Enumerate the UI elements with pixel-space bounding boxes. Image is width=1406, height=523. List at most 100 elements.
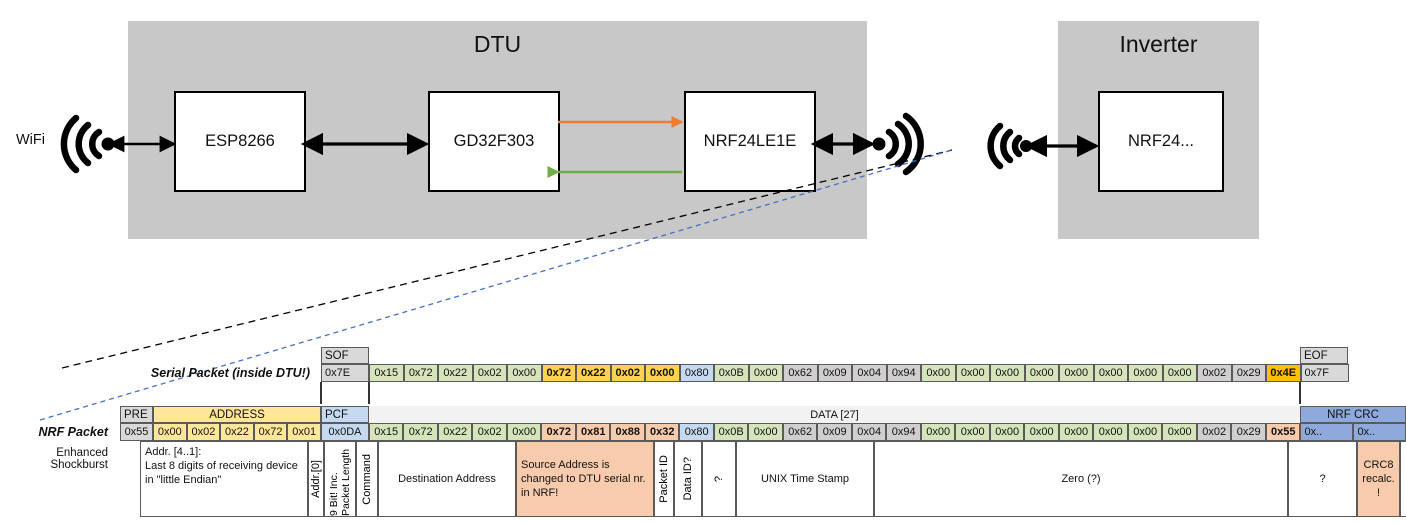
desc-destination-address: Destination Address	[378, 441, 516, 517]
desc-question: ?	[1288, 441, 1357, 517]
nrf-byte-21: 0x00	[1093, 423, 1128, 441]
desc-packet-id: Packet ID	[654, 441, 674, 517]
nrf-packet-label: NRF Packet	[38, 425, 108, 439]
desc-data-id: Data ID?	[674, 441, 702, 517]
nrf-byte-13: 0x09	[817, 423, 852, 441]
serial-byte-15: 0x94	[886, 364, 921, 382]
desc-command: Command	[356, 441, 378, 517]
nrf-byte-18: 0x00	[989, 423, 1025, 441]
serial-byte-4: 0x00	[507, 364, 542, 382]
serial-byte-18: 0x00	[990, 364, 1025, 382]
nrf-byte-7: 0x88	[610, 423, 645, 441]
nrf-byte-1: 0x72	[403, 423, 438, 441]
serial-byte-26: 0x4E	[1266, 364, 1301, 382]
nrf-byte-23: 0x00	[1162, 423, 1197, 441]
serial-byte-22: 0x00	[1128, 364, 1163, 382]
serial-header-row: SOF EOF	[321, 347, 1348, 364]
block-diagram: DTU Inverter ESP8266 GD32F303 NRF24LE1E …	[16, 21, 1259, 239]
serial-byte-14: 0x04	[852, 364, 887, 382]
desc-command-text: Command	[361, 453, 373, 505]
desc-data-id-text: Data ID?	[682, 457, 694, 501]
nrf-byte-16: 0x00	[920, 423, 956, 441]
chip-nrf24: NRF24...	[1098, 91, 1224, 192]
desc-addr0: Addr.[0]	[308, 441, 324, 517]
nrf-pre-value: 0x55	[120, 423, 153, 441]
inverter-title: Inverter	[1119, 31, 1198, 57]
nrf-byte-0: 0x15	[368, 423, 404, 441]
nrf-pcf-value: 0x0DA	[320, 423, 369, 441]
nrf-byte-24: 0x02	[1196, 423, 1232, 441]
dtu-title: DTU	[473, 31, 522, 57]
serial-byte-7: 0x02	[610, 364, 645, 382]
nrf-data-header-wrap: DATA [27]	[369, 406, 1300, 423]
nrf-byte-12: 0x62	[782, 423, 818, 441]
serial-byte-1: 0x72	[403, 364, 438, 382]
nrf-pre-header: PRE	[120, 406, 153, 423]
serial-byte-20: 0x00	[1059, 364, 1094, 382]
nrf-byte-14: 0x04	[851, 423, 887, 441]
nrf-byte-9: 0x80	[679, 423, 714, 441]
serial-byte-9: 0x80	[679, 364, 714, 382]
serial-sof-value: 0x7E	[321, 364, 369, 382]
nrf-byte-22: 0x00	[1127, 423, 1163, 441]
nrf-address-byte-4: 0x01	[287, 423, 321, 441]
nrf-crc-header: NRF CRC	[1300, 406, 1406, 423]
nrf-address-byte-2: 0x22	[220, 423, 254, 441]
nrf-header-row: PRE ADDRESS PCF DATA [27] NRF CRC	[120, 406, 1406, 423]
nrf-crc-byte-0: 0x..	[1300, 423, 1354, 441]
serial-byte-21: 0x00	[1093, 364, 1128, 382]
serial-byte-17: 0x00	[955, 364, 990, 382]
serial-byte-19: 0x00	[1024, 364, 1059, 382]
desc-unknown-small-text: ?	[713, 475, 725, 483]
nrf-address-byte-0: 0x00	[153, 423, 187, 441]
nrf-byte-2: 0x22	[437, 423, 473, 441]
desc-zero: Zero (?)	[874, 441, 1288, 517]
nrf-byte-15: 0x94	[886, 423, 921, 441]
serial-byte-8: 0x00	[645, 364, 680, 382]
nrf-byte-3: 0x02	[472, 423, 507, 441]
nrf-packet-sublabel: Enhanced Shockburst	[50, 447, 108, 471]
serial-header-spacer	[369, 347, 1300, 364]
nrf-byte-10: 0x0B	[713, 423, 749, 441]
nrf-byte-6: 0x81	[575, 423, 611, 441]
serial-byte-5: 0x72	[541, 364, 576, 382]
desc-pcf-text: 9 Bit! Inc. Packet Length	[328, 448, 352, 516]
nrf-byte-17: 0x00	[955, 423, 990, 441]
nrf-crc-container: 0x..0x..	[1300, 423, 1406, 441]
nrf-data-header: DATA [27]	[810, 408, 859, 421]
serial-byte-10: 0x0B	[714, 364, 749, 382]
nrf-crc-byte-1: 0x..	[1353, 423, 1406, 441]
chip-gd32f303: GD32F303	[428, 91, 560, 192]
desc-nrf-crc: Generated automatically. Dont Care!	[1400, 441, 1406, 517]
nrf-byte-4: 0x00	[506, 423, 542, 441]
wifi-label: WiFi	[16, 132, 45, 148]
serial-byte-23: 0x00	[1162, 364, 1197, 382]
nrf-byte-25: 0x29	[1231, 423, 1266, 441]
serial-byte-16: 0x00	[921, 364, 956, 382]
desc-unknown-small: ?	[702, 441, 736, 517]
serial-byte-13: 0x09	[817, 364, 852, 382]
desc-address: Addr. [4..1]:Last 8 digits of receiving …	[140, 441, 308, 517]
serial-byte-11: 0x00	[748, 364, 783, 382]
chip-esp8266: ESP8266	[174, 91, 306, 192]
nrf-byte-26: 0x55	[1265, 423, 1301, 441]
serial-eof-value: 0x7F	[1300, 364, 1349, 382]
nrf-byte-19: 0x00	[1024, 423, 1059, 441]
nrf-byte-20: 0x00	[1058, 423, 1094, 441]
desc-crc8: CRC8 recalc. !	[1357, 441, 1400, 517]
serial-byte-6: 0x22	[576, 364, 611, 382]
chip-nrf24le1e: NRF24LE1E	[684, 91, 816, 192]
serial-byte-12: 0x62	[783, 364, 818, 382]
serial-packet-label: Serial Packet (inside DTU!)	[150, 366, 310, 380]
nrf-address-header: ADDRESS	[153, 406, 321, 423]
serial-byte-0: 0x15	[369, 364, 404, 382]
serial-byte-3: 0x02	[472, 364, 507, 382]
serial-byte-2: 0x22	[438, 364, 473, 382]
nrf-address-byte-3: 0x72	[253, 423, 288, 441]
nrf-pcf-header: PCF	[321, 406, 369, 423]
serial-byte-24: 0x02	[1197, 364, 1232, 382]
